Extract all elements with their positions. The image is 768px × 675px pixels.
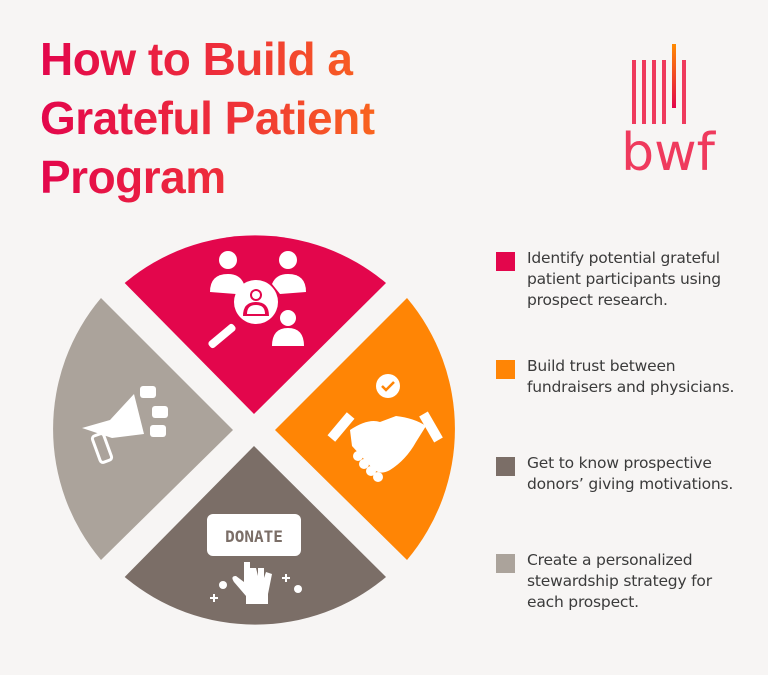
title-line-1: How to Build a <box>40 33 353 85</box>
svg-text:DONATE: DONATE <box>225 527 283 546</box>
segment-left[interactable] <box>53 298 233 560</box>
legend-swatch-crimson <box>496 252 515 271</box>
legend-item: Get to know prospective donors’ giving m… <box>496 453 747 495</box>
prospect-research-icon <box>208 251 306 349</box>
handshake-icon <box>327 374 443 482</box>
donate-button-icon: DONATE <box>207 514 302 604</box>
legend-swatch-light-taupe <box>496 554 515 573</box>
segment-top[interactable] <box>124 235 386 414</box>
title-line-2: Grateful Patient <box>40 92 375 144</box>
bwf-logo: bwf <box>621 44 717 180</box>
legend-text: Get to know prospective donors’ giving m… <box>527 454 734 493</box>
legend-item: Build trust between fundraisers and phys… <box>496 356 747 398</box>
logo-text: bwf <box>621 123 717 180</box>
segment-bottom[interactable]: DONATE <box>124 446 386 625</box>
legend-item: Identify potential grateful patient part… <box>496 248 747 311</box>
process-wheel: DONATE <box>53 235 455 625</box>
legend-item: Create a personalized stewardship strate… <box>496 550 747 613</box>
page-title: How to Build a Grateful Patient Program <box>40 30 375 207</box>
title-line-3: Program <box>40 151 226 203</box>
legend-text: Build trust between fundraisers and phys… <box>527 357 735 396</box>
megaphone-icon <box>82 386 168 464</box>
legend-text: Identify potential grateful patient part… <box>527 249 721 309</box>
legend-text: Create a personalized stewardship strate… <box>527 551 712 611</box>
segment-right[interactable] <box>275 298 455 560</box>
logo-bars-icon <box>632 44 686 124</box>
legend-swatch-orange <box>496 360 515 379</box>
legend-swatch-dark-taupe <box>496 457 515 476</box>
